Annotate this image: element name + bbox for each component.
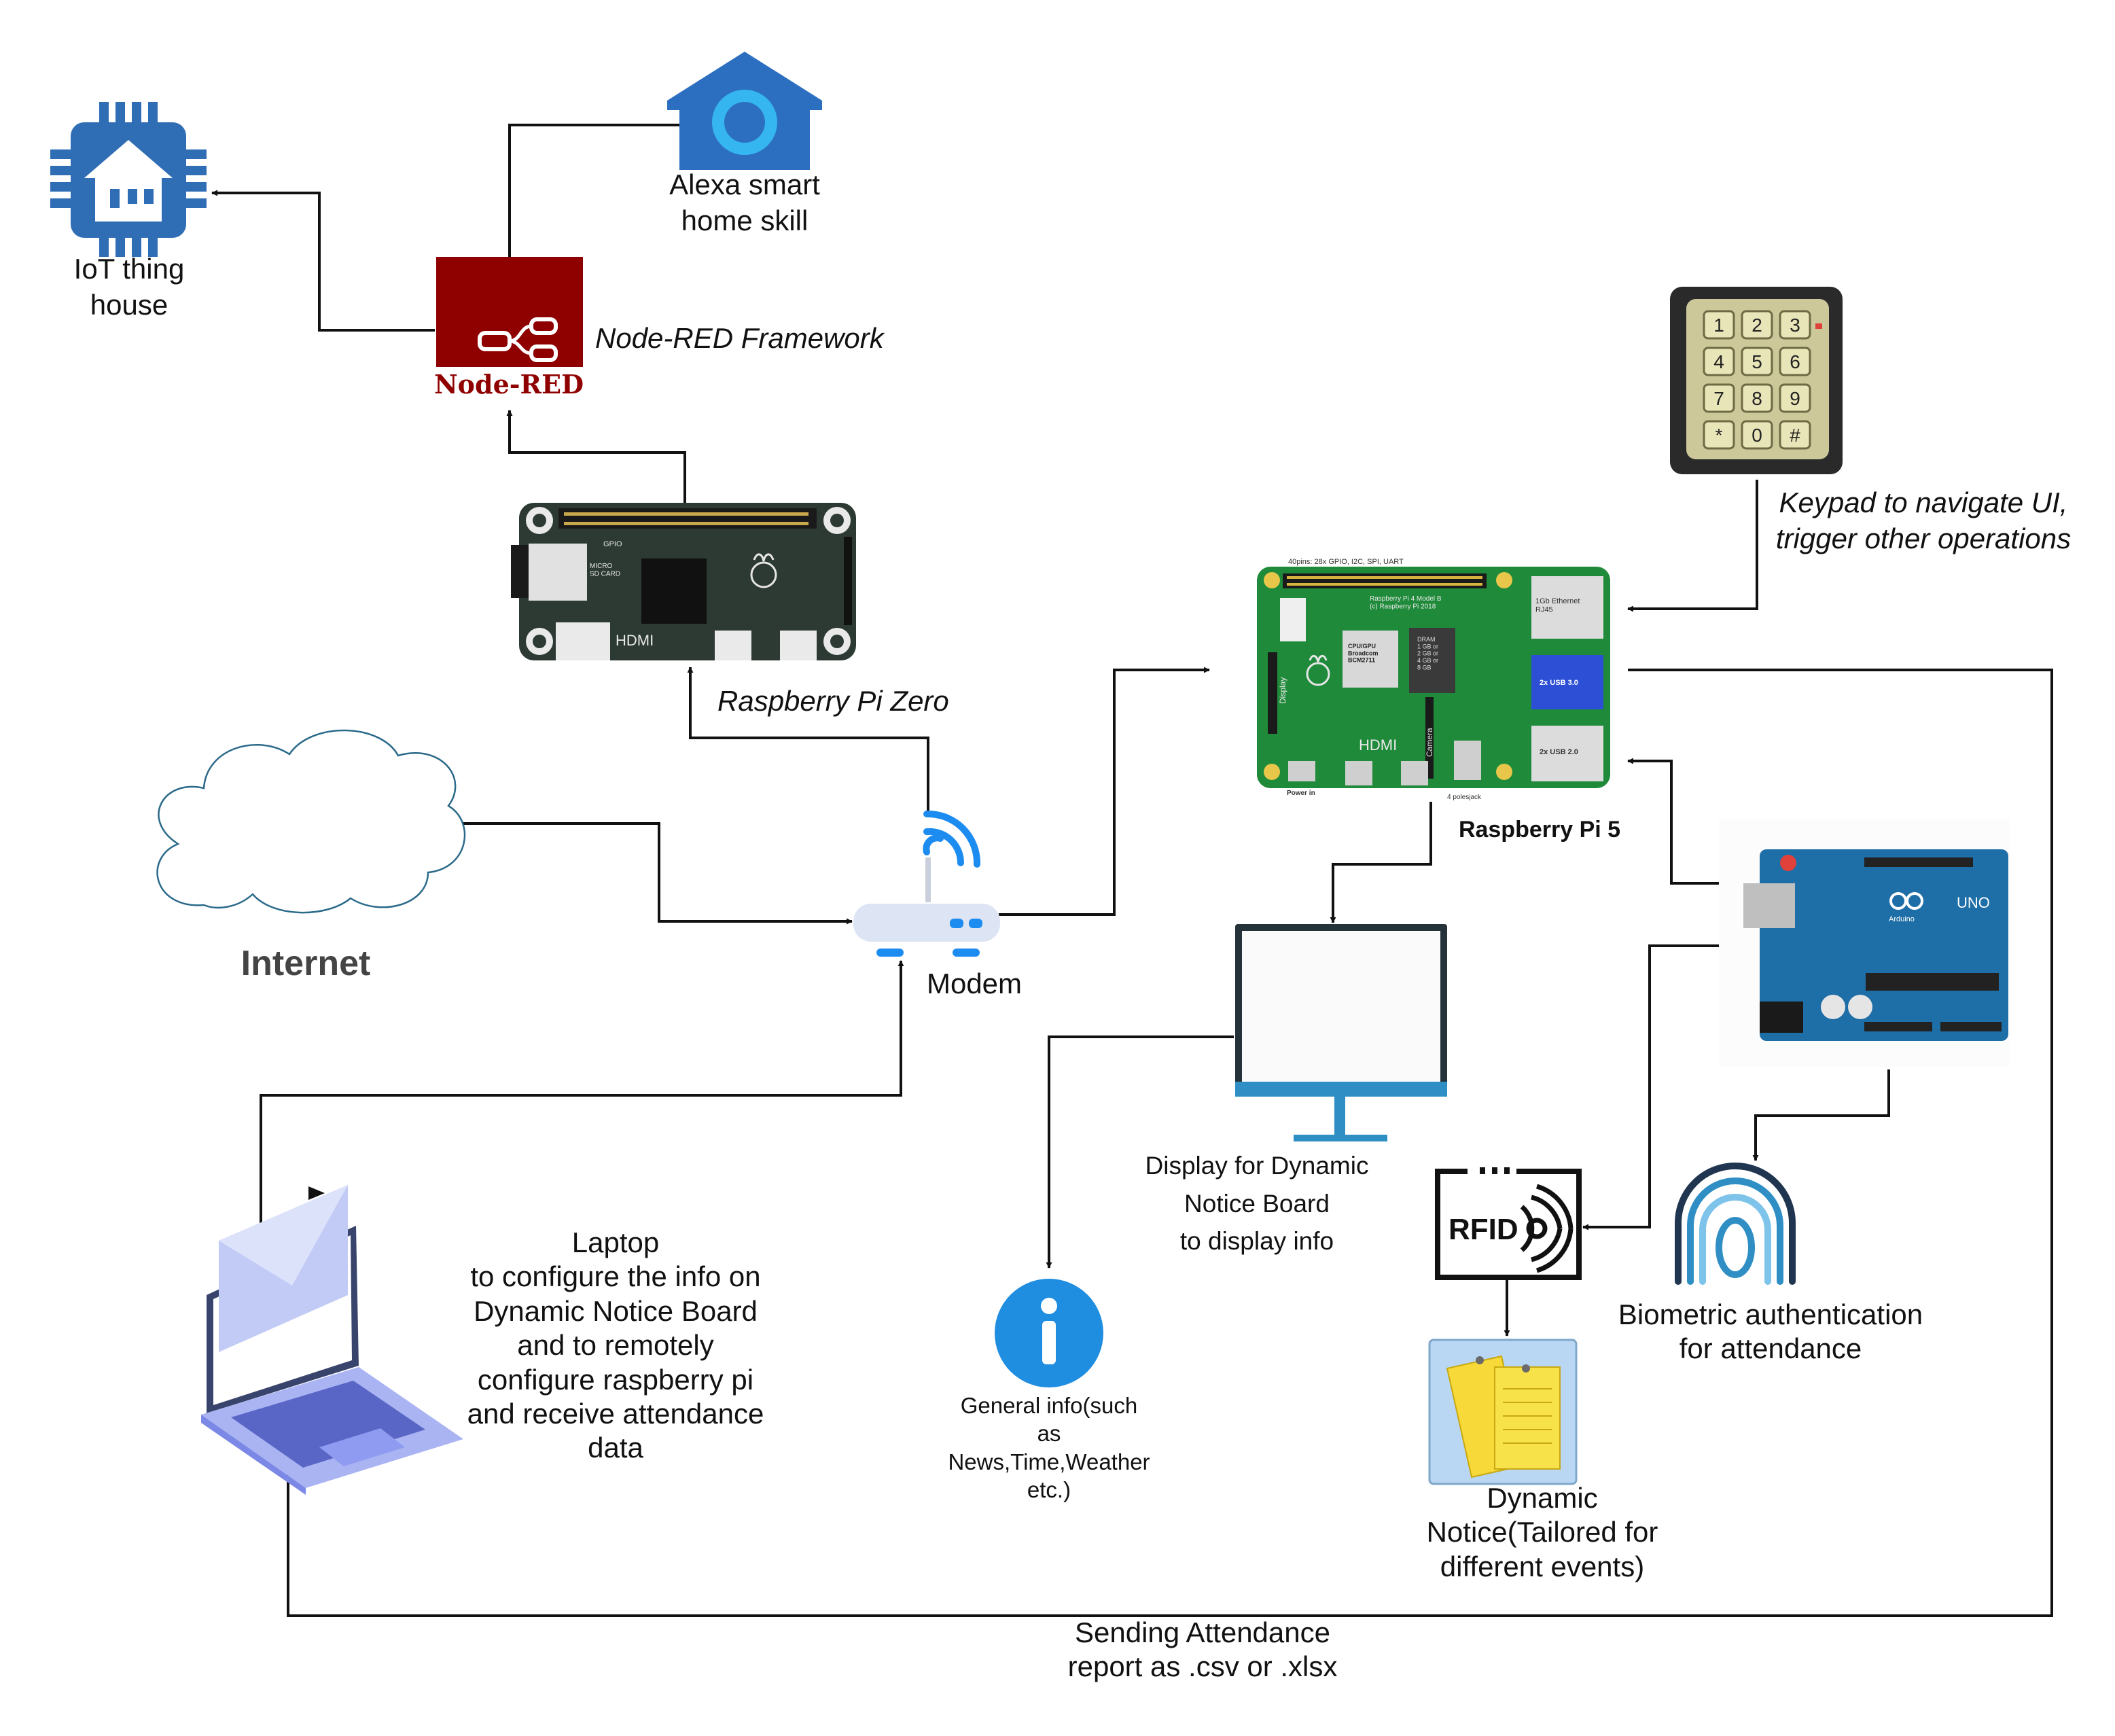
keypad-key: 2 <box>1741 310 1773 340</box>
sending-attendance-label: Sending Attendance report as .csv or .xl… <box>1067 1616 1338 1683</box>
keypad-key-label: 6 <box>1790 351 1800 372</box>
rfid-reader-icon: RFID <box>1435 1167 1582 1280</box>
monitor-icon <box>1235 924 1447 1141</box>
internet-label: Internet <box>241 944 371 983</box>
pi5-hdmi-label: HDMI <box>1359 737 1397 754</box>
arduino-brand-label: Arduino <box>1889 915 1915 923</box>
pi5-camera-label: Camera <box>1425 728 1434 757</box>
keypad-key-label: * <box>1716 425 1723 446</box>
keypad-key-label: 0 <box>1752 425 1762 446</box>
connectors <box>211 122 2053 1617</box>
dynamic-notice-label: Dynamic Notice(Tailored for different ev… <box>1426 1482 1658 1582</box>
sticky-notes-icon <box>1428 1339 1578 1485</box>
keypad-label: Keypad to navigate UI, trigger other ope… <box>1775 486 2072 554</box>
connector-arduino-to-pi5 <box>1627 758 1719 885</box>
keypad-icon: 1 2 3 4 5 6 7 8 9 * 0 # <box>1670 287 1843 474</box>
iot-label: IoT thing house <box>73 253 185 321</box>
laptop-label: Laptop to configure the info on Dynamic … <box>467 1226 764 1464</box>
keypad-key-label: 1 <box>1713 315 1724 336</box>
pi5-audio-label: 4 polesjack <box>1447 794 1482 801</box>
connector-modem-to-pi5 <box>999 667 1210 916</box>
keypad-keys: 1 2 3 4 5 6 7 8 9 * 0 # <box>1703 310 1811 450</box>
keypad-key: 1 <box>1703 310 1735 340</box>
keypad-key: 7 <box>1703 383 1735 413</box>
envelope-icon <box>219 1185 348 1352</box>
raspberry-pi-5-board-icon: 40pins: 28x GPIO, I2C, SPI, UART Raspber… <box>1257 558 1610 801</box>
connector-arduino-to-fingerprint <box>1752 1069 1890 1161</box>
cloud-icon <box>156 729 466 914</box>
modem-label: Modem <box>926 968 1023 999</box>
keypad-key-label: 2 <box>1752 315 1762 336</box>
connector-arduino-to-rfid <box>1582 944 1719 1230</box>
pi5-power-label: Power in <box>1287 790 1315 797</box>
pi5-display-label: Display <box>1278 677 1287 704</box>
biometric-label: Biometric authentication for attendance <box>1618 1298 1923 1365</box>
keypad-key-label: 3 <box>1790 315 1800 336</box>
pizero-gpio-label: GPIO <box>603 540 622 548</box>
keypad-key: 9 <box>1779 383 1811 413</box>
nodered-logo-label: Node-RED <box>433 369 584 400</box>
iot-house-chip-icon <box>50 102 207 257</box>
keypad-key: 3 <box>1779 310 1811 340</box>
keypad-key: 6 <box>1779 347 1811 376</box>
keypad-key: # <box>1779 420 1811 450</box>
rfid-text: RFID <box>1448 1213 1518 1246</box>
keypad-key-label: 7 <box>1713 388 1724 409</box>
connector-laptop-to-modem <box>260 960 904 1230</box>
keypad-key-label: 4 <box>1713 351 1724 372</box>
alexa-label: Alexa smart home skill <box>669 169 820 236</box>
keypad-key: 5 <box>1741 347 1773 376</box>
node-red-logo-icon <box>436 257 583 367</box>
keypad-key: 0 <box>1741 420 1773 450</box>
pi5-header-label: 40pins: 28x GPIO, I2C, SPI, UART <box>1288 558 1404 566</box>
connector-modem-to-pizero <box>687 667 929 813</box>
connector-nodered-to-alexa <box>508 122 686 257</box>
connector-nodered-to-iot <box>211 190 435 332</box>
keypad-key: 8 <box>1741 383 1773 413</box>
info-icon <box>995 1279 1103 1387</box>
keypad-key: 4 <box>1703 347 1735 376</box>
display-label: Display for Dynamic Notice Board to disp… <box>1145 1152 1369 1255</box>
connector-pi5-to-laptop <box>285 669 2053 1617</box>
keypad-key-label: # <box>1790 425 1800 446</box>
alexa-house-icon <box>667 52 822 170</box>
pizero-label: Raspberry Pi Zero <box>717 685 949 717</box>
nodered-framework-label: Node-RED Framework <box>595 322 884 354</box>
pi5-label: Raspberry Pi 5 <box>1458 817 1621 843</box>
keypad-key-label: 9 <box>1790 388 1800 409</box>
arduino-uno-label: UNO <box>1957 894 1990 911</box>
keypad-key: * <box>1703 420 1735 450</box>
pi5-usb3-label: 2x USB 3.0 <box>1540 679 1578 687</box>
keypad-key-label: 8 <box>1752 388 1762 409</box>
pizero-hdmi-label: HDMI <box>616 632 654 649</box>
connector-keypad-to-pi5 <box>1627 480 1758 612</box>
pi5-model-label: Raspberry Pi 4 Model B(c) Raspberry Pi 2… <box>1370 595 1442 611</box>
pi5-usb2-label: 2x USB 2.0 <box>1540 748 1578 756</box>
connector-pi5-to-monitor <box>1330 802 1432 923</box>
general-info-label: General info(such as News,Time,Weather e… <box>948 1393 1150 1502</box>
arduino-uno-board-icon: UNO Arduino <box>1719 819 2010 1067</box>
fingerprint-icon <box>1675 1163 1796 1285</box>
connector-monitor-to-info <box>1046 1035 1234 1269</box>
wifi-router-icon <box>853 810 1000 957</box>
connector-pizero-to-nodered <box>506 410 686 503</box>
connector-internet-to-modem <box>462 822 853 925</box>
keypad-key-label: 5 <box>1752 351 1762 372</box>
